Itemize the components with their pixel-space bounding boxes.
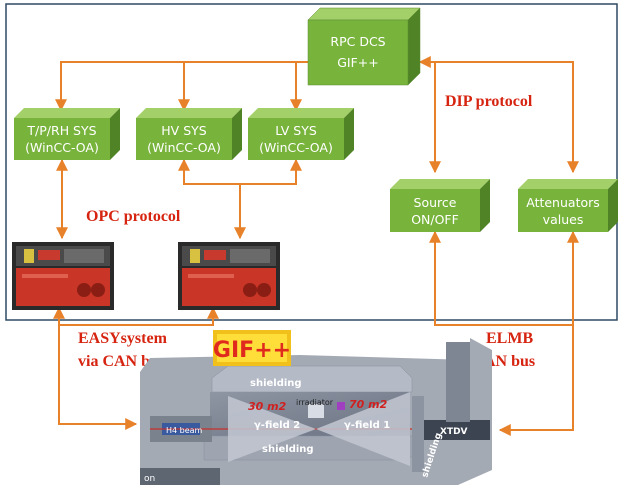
shielding-bottom-label: shielding <box>262 444 314 455</box>
tprh-sys-box: T/P/RH SYS (WinCC-OA) <box>14 108 120 160</box>
right-corridor <box>446 342 470 422</box>
hv-sys-label: HV SYS <box>161 123 206 138</box>
gamma-field-1-label: γ-field 1 <box>344 420 390 431</box>
opc-protocol-label: OPC protocol <box>86 208 181 225</box>
attenuators-label: Attenuators <box>526 195 600 210</box>
irradiator-block <box>308 404 324 418</box>
right-shielding <box>412 396 424 472</box>
rpc-dcs-box: RPC DCS GIF++ <box>307 7 421 86</box>
easy-crate-right <box>178 242 280 310</box>
elmb-label: ELMB <box>486 330 533 347</box>
arrow-easy-crate-right <box>59 306 219 326</box>
tprh-sys-label: T/P/RH SYS <box>26 123 96 138</box>
arrow-easy-bus <box>53 306 138 430</box>
dcs-frame <box>5 3 618 321</box>
easy-system-label: EASYsystem <box>78 330 168 347</box>
lv-sys-box: LV SYS (WinCC-OA) <box>248 108 354 160</box>
gamma-field-2-label: γ-field 2 <box>254 420 300 431</box>
shielding-top-label: shielding <box>250 378 302 389</box>
gif-logo-text: GIF++ <box>213 338 291 363</box>
lv-sys-label: LV SYS <box>275 123 317 138</box>
source-label: Source <box>414 195 457 210</box>
connection-lines <box>53 56 579 436</box>
arrow-elmb-source <box>429 230 573 326</box>
arrow-rpc-to-attenuators <box>435 61 579 174</box>
attenuators-box: Attenuators values <box>518 179 618 232</box>
arrow-hv-lv-bus <box>178 158 302 185</box>
corner-label: on <box>144 474 155 484</box>
corner-strip <box>140 468 220 485</box>
hv-sys-box: HV SYS (WinCC-OA) <box>136 108 242 160</box>
easy-can-label: via CAN bus <box>78 353 165 370</box>
shielding-wall-top <box>211 365 413 393</box>
gif-logo: GIF++ <box>213 330 291 366</box>
hv-sys-sublabel: (WinCC-OA) <box>147 140 221 155</box>
source-sublabel: ON/OFF <box>411 212 459 227</box>
beam-label: H4 beam <box>166 426 203 435</box>
arrow-elmb-attenuators <box>498 230 579 436</box>
attenuators-sublabel: values <box>543 212 584 227</box>
xtdv-label: XTDV <box>440 427 468 437</box>
area-right-label: 70 m2 <box>349 398 388 411</box>
lv-sys-sublabel: (WinCC-OA) <box>259 140 333 155</box>
area-left-label: 30 m2 <box>248 400 287 413</box>
dip-protocol-label: DIP protocol <box>445 93 533 110</box>
gamma-field-2 <box>228 396 316 462</box>
gamma-field-1 <box>316 392 410 466</box>
gif-facility-map: GIF++ shielding shielding shielding irra… <box>140 330 492 485</box>
irradiator-label: irradiator <box>296 398 334 407</box>
easy-crate-left <box>12 242 114 310</box>
rpc-dcs-sublabel: GIF++ <box>337 55 379 70</box>
marker-purple <box>337 402 345 410</box>
tprh-sys-sublabel: (WinCC-OA) <box>25 140 99 155</box>
rpc-dcs-label: RPC DCS <box>330 34 385 49</box>
arrow-rpc-to-source <box>418 56 441 174</box>
source-box: Source ON/OFF <box>390 179 490 232</box>
xtdv-block <box>420 420 490 440</box>
